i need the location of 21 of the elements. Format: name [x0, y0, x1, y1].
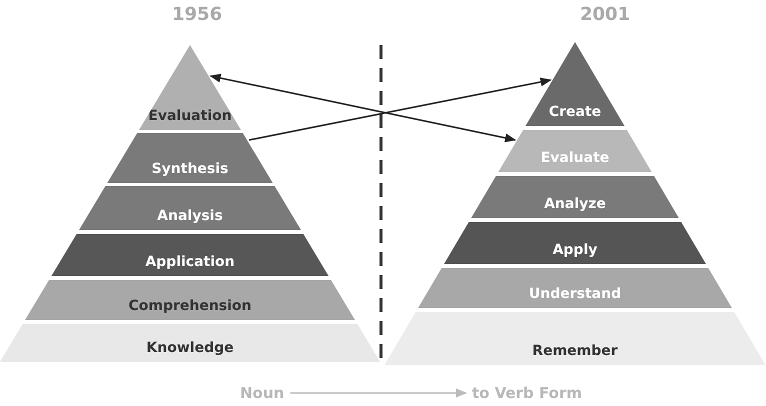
- arrow: [210, 74, 516, 142]
- pyramid-layer: [0, 324, 380, 362]
- caption-text: to Verb Form: [472, 384, 582, 402]
- pyramid-layer: [384, 312, 766, 365]
- layer-label: Application: [145, 254, 235, 272]
- layer-label: Analyze: [544, 196, 606, 214]
- year-heading: 2001: [580, 4, 630, 25]
- layer-label: Analysis: [157, 208, 223, 226]
- layer-label: Synthesis: [152, 161, 228, 179]
- layer-label: Create: [548, 104, 602, 122]
- layer-label: Comprehension: [128, 298, 252, 316]
- arrow: [290, 388, 468, 398]
- caption-text: Noun: [240, 384, 284, 402]
- arrow: [248, 78, 552, 141]
- layer-label: Evaluate: [540, 150, 610, 168]
- layer-label: Evaluation: [148, 108, 232, 126]
- layer-label: Understand: [528, 286, 622, 304]
- year-heading: 1956: [172, 4, 222, 25]
- layer-label: Apply: [552, 242, 598, 260]
- layer-label: Remember: [532, 343, 618, 361]
- layer-label: Knowledge: [146, 340, 234, 358]
